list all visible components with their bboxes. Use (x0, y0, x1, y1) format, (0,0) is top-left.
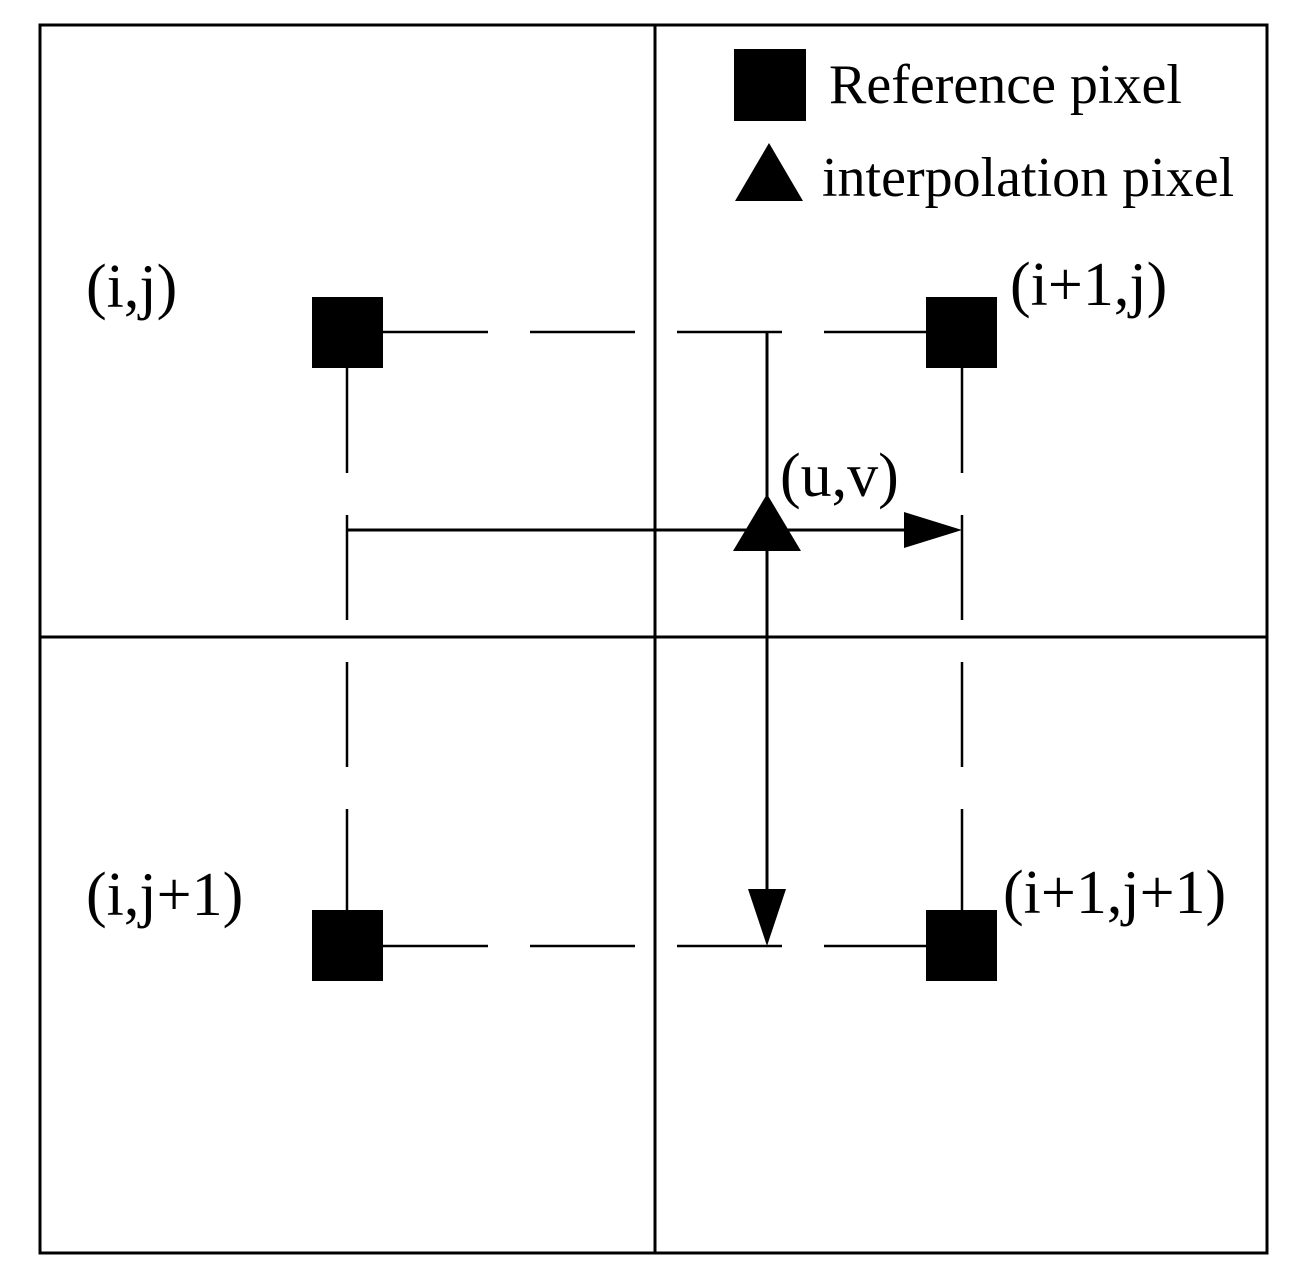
legend-interpolation-triangle-icon (735, 143, 803, 201)
reference-pixel-top-left (312, 297, 383, 368)
reference-pixel-top-right (926, 297, 997, 368)
label-bottom-right: (i+1,j+1) (1003, 859, 1226, 927)
horizontal-arrowhead (904, 512, 962, 548)
legend-reference-square-icon (734, 49, 806, 121)
legend: Reference pixel interpolation pixel (734, 49, 1234, 209)
label-bottom-left: (i,j+1) (86, 861, 243, 929)
dashed-connections (345, 330, 964, 948)
label-target: (u,v) (780, 442, 899, 510)
reference-pixel-bottom-right (926, 910, 997, 981)
interpolation-pixel (733, 494, 801, 551)
reference-pixel-bottom-left (312, 910, 383, 981)
label-top-right: (i+1,j) (1010, 251, 1167, 319)
label-top-left: (i,j) (86, 253, 177, 321)
vertical-arrowhead (748, 889, 786, 946)
legend-reference-text: Reference pixel (829, 54, 1182, 116)
legend-interpolation-text: interpolation pixel (822, 147, 1234, 209)
